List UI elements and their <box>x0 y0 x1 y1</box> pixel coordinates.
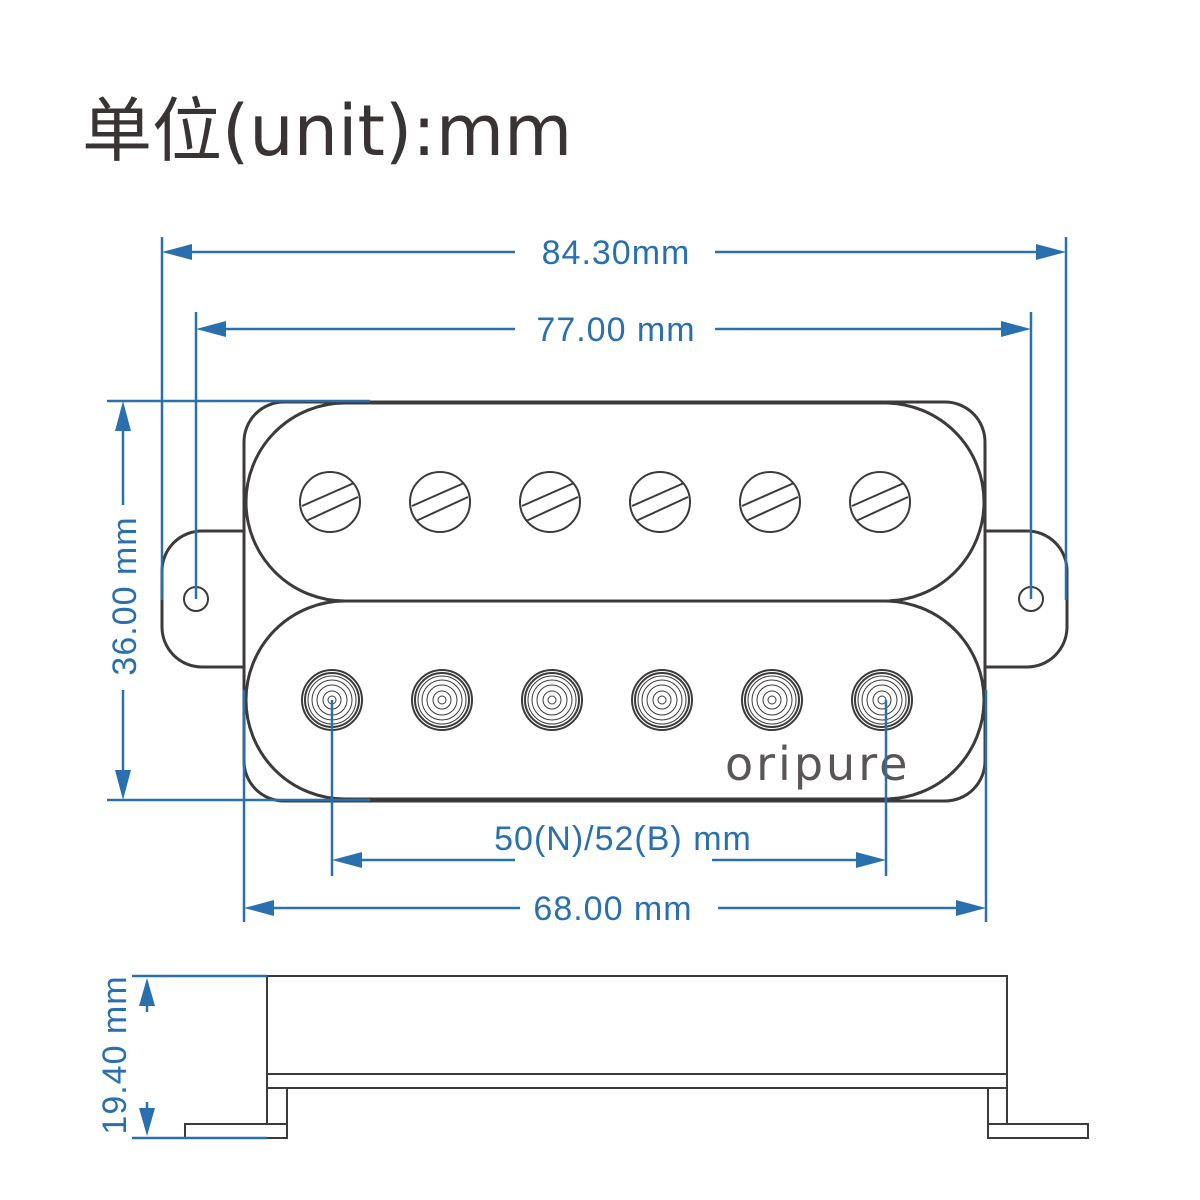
slug-pole <box>851 669 913 731</box>
unit-title: 单位(unit):mm <box>82 90 572 172</box>
slug-pole <box>521 669 583 731</box>
cover-length-label: 68.00 mm <box>533 890 692 928</box>
overall-length-label: 84.30mm <box>542 234 691 272</box>
left-mounting-ear <box>160 529 244 669</box>
overall-length-dimension: 84.30mm <box>160 234 1068 600</box>
screw-pole <box>629 471 691 533</box>
top-bobbin <box>244 401 986 603</box>
cover-length-dimension: 68.00 mm <box>242 690 988 928</box>
right-mounting-ear <box>985 529 1069 669</box>
height-dimension: 19.40 mm <box>96 974 267 1140</box>
side-view <box>184 975 1089 1139</box>
mount-spacing-label: 77.00 mm <box>536 311 695 349</box>
slug-pole <box>411 669 473 731</box>
screw-pole <box>849 471 911 533</box>
slug-pole <box>741 669 803 731</box>
mount-spacing-dimension: 77.00 mm <box>194 311 1033 599</box>
brand-logo: oripure <box>725 737 910 791</box>
screw-pole <box>519 471 581 533</box>
width-label: 36.00 mm <box>106 516 144 675</box>
screw-pole <box>299 471 361 533</box>
width-dimension: 36.00 mm <box>106 399 370 802</box>
slug-pole <box>631 669 693 731</box>
pole-spacing-label: 50(N)/52(B) mm <box>494 820 752 858</box>
slug-poles <box>301 669 913 731</box>
pole-spacing-dimension: 50(N)/52(B) mm <box>330 700 888 876</box>
height-label: 19.40 mm <box>96 975 134 1134</box>
screw-pole <box>409 471 471 533</box>
screw-pole <box>739 471 801 533</box>
slotted-screw-poles <box>299 471 911 533</box>
